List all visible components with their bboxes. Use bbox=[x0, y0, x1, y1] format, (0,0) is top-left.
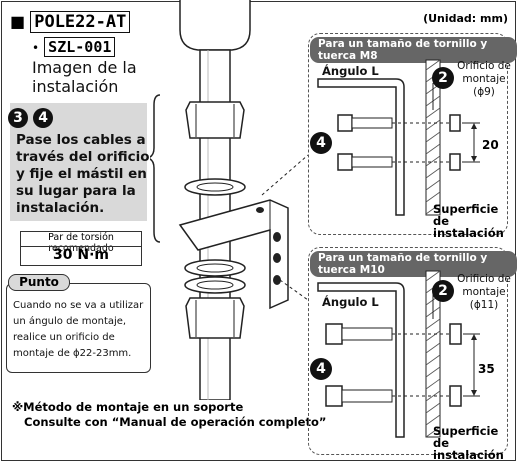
m10-surface-label: Superficie de instalación bbox=[433, 425, 517, 461]
m10-spacing: 35 bbox=[478, 362, 495, 376]
bracket-hole bbox=[273, 253, 281, 263]
m10-hole-line1: Orificio de bbox=[457, 273, 511, 285]
punto-tab: Punto bbox=[8, 274, 70, 291]
m8-hole-label: Orificio de montaje (ϕ9) bbox=[456, 60, 512, 99]
m8-surface-line1: Superficie de bbox=[433, 202, 499, 228]
panel-m8 bbox=[308, 33, 508, 235]
page-title: Imagen de la instalación bbox=[32, 58, 137, 96]
punto-line: realice un orificio de bbox=[13, 332, 115, 343]
m10-hole-dia: (ϕ11) bbox=[469, 299, 499, 311]
bolt-head-upper bbox=[325, 323, 343, 345]
step-line: instalación. bbox=[16, 200, 105, 216]
pole-top-housing bbox=[179, 0, 251, 51]
step-line: y fije el mástil en bbox=[16, 166, 147, 182]
torque-label: Par de torsión recomendado bbox=[20, 231, 142, 254]
title-line-1: Imagen de la bbox=[32, 58, 137, 77]
m8-hole-line2: montaje bbox=[462, 73, 506, 85]
model-secondary-row: • SZL-001 bbox=[32, 37, 116, 57]
bolt-shank-upper bbox=[351, 117, 393, 129]
punto-line: montaje de ϕ22-23mm. bbox=[13, 348, 132, 359]
m8-surface-label: Superficie de instalación bbox=[433, 203, 517, 239]
m8-detail-drawing bbox=[317, 59, 480, 216]
step-3-badge: 3 bbox=[8, 108, 28, 128]
m8-hole-badge: 2 bbox=[432, 67, 454, 89]
m8-hole-line1: Orificio de bbox=[457, 60, 511, 72]
bolt-head-upper bbox=[337, 114, 353, 132]
model-secondary: SZL-001 bbox=[44, 37, 116, 57]
nut-upper bbox=[449, 323, 462, 345]
nut-lower bbox=[449, 153, 461, 171]
step-line: Pase los cables a bbox=[16, 132, 146, 148]
panel-m8-header: Para un tamaño de tornillo y tuerca M8 bbox=[310, 37, 517, 63]
m8-surface-line2: instalación bbox=[433, 226, 504, 240]
m8-angle-label: Ángulo L bbox=[322, 64, 379, 78]
footer-note-line1: ※Método de montaje en un soporte bbox=[12, 400, 244, 414]
step-line: través del orificio bbox=[16, 149, 150, 165]
bolt-shank-upper bbox=[341, 327, 393, 341]
l-angle-profile bbox=[317, 78, 405, 216]
m8-hole-dia: (ϕ9) bbox=[473, 86, 495, 98]
panel-m10-header: Para un tamaño de tornillo y tuerca M10 bbox=[310, 251, 517, 277]
bracket-hole bbox=[273, 275, 281, 285]
step-brace bbox=[150, 94, 161, 243]
washer-upper-hole bbox=[196, 182, 234, 192]
m10-bolt-badge: 4 bbox=[310, 358, 332, 380]
pole-assembly-drawing bbox=[150, 0, 309, 400]
m8-spacing: 20 bbox=[482, 138, 499, 152]
l-angle-bracket bbox=[178, 199, 289, 310]
m10-angle-label: Ángulo L bbox=[322, 295, 379, 309]
washer-lower-hole bbox=[196, 263, 234, 273]
l-angle-profile bbox=[317, 282, 405, 438]
step-4-badge: 4 bbox=[33, 108, 54, 128]
bullet-square: ■ bbox=[10, 12, 26, 31]
step-box bbox=[10, 103, 147, 221]
footer-note-line2: Consulte con “Manual de operación comple… bbox=[24, 415, 327, 429]
bracket-hole bbox=[273, 232, 281, 242]
punto-line: un ángulo de montaje, bbox=[13, 316, 127, 327]
bolt-shank-lower bbox=[341, 389, 393, 403]
unit-label: (Unidad: mm) bbox=[423, 12, 508, 25]
footer-note: ※Método de montaje en un soporte Consult… bbox=[12, 400, 326, 430]
nut-upper bbox=[449, 114, 461, 132]
m8-bolt-badge: 4 bbox=[310, 132, 332, 154]
leader-line bbox=[261, 154, 309, 196]
m10-surface-line2: instalación bbox=[433, 448, 504, 462]
bottom-nut bbox=[185, 297, 245, 339]
surface-hatching bbox=[425, 270, 441, 438]
step-line: su lugar para la bbox=[16, 183, 136, 199]
step-instructions: Pase los cables a través del orificio y … bbox=[16, 132, 150, 217]
step-numbers: 3 4 bbox=[8, 107, 54, 128]
m10-hole-line2: montaje bbox=[462, 286, 506, 298]
m10-hole-badge: 2 bbox=[432, 280, 454, 302]
m10-hole-label: Orificio de montaje (ϕ11) bbox=[456, 273, 512, 312]
surface-hatching bbox=[425, 59, 441, 215]
top-nut bbox=[185, 101, 245, 139]
m10-surface-line1: Superficie de bbox=[433, 424, 499, 450]
nut-lower bbox=[449, 385, 462, 407]
punto-box: Cuando no se va a utilizar un ángulo de … bbox=[6, 283, 151, 373]
bolt-shank-lower bbox=[351, 156, 393, 168]
bracket-hole bbox=[256, 207, 264, 213]
washer-bottom-hole bbox=[196, 280, 234, 290]
m10-detail-drawing bbox=[317, 270, 480, 438]
punto-line: Cuando no se va a utilizar bbox=[13, 300, 144, 311]
model-primary: POLE22-AT bbox=[30, 11, 131, 33]
bolt-head-lower bbox=[325, 385, 343, 407]
panel-m10 bbox=[308, 247, 508, 455]
model-row: ■ POLE22-AT bbox=[10, 11, 131, 33]
bolt-head-lower bbox=[337, 153, 353, 171]
bullet-dot: • bbox=[32, 41, 40, 55]
torque-value: 30 N·m bbox=[20, 246, 142, 266]
title-line-2: instalación bbox=[32, 77, 119, 96]
